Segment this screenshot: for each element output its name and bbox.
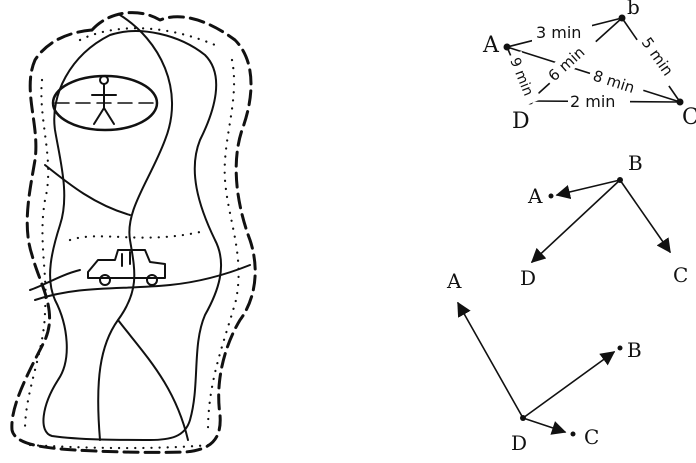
map-inner-boundary bbox=[43, 31, 221, 440]
map-stipple-right bbox=[208, 60, 239, 430]
tree-d-arrow-c bbox=[523, 418, 565, 432]
tree-from-d: D A B C bbox=[446, 269, 642, 455]
tree-b-arrow-a bbox=[557, 180, 620, 195]
tree-d-leaf-a-label: A bbox=[446, 269, 462, 293]
tree-b-leaf-a-label: A bbox=[527, 184, 543, 208]
map-curve-left bbox=[45, 165, 130, 215]
tree-d-leaf-c-label: C bbox=[584, 425, 599, 449]
edge-d-c-label: 2 min bbox=[570, 92, 615, 111]
node-a-dot bbox=[504, 44, 511, 51]
edge-a-b-label: 3 min bbox=[536, 23, 581, 42]
map-stipple-mid bbox=[70, 232, 200, 240]
tree-b-leaf-c-label: C bbox=[673, 263, 688, 287]
tree-from-b: B A D C bbox=[520, 151, 688, 290]
tree-b-leaf-d-label: D bbox=[520, 266, 536, 290]
node-d-label: D bbox=[512, 109, 530, 134]
tree-b-arrow-d bbox=[532, 180, 620, 262]
node-a-label: A bbox=[482, 33, 500, 58]
person-icon bbox=[92, 76, 116, 124]
map-outer-boundary bbox=[12, 13, 255, 453]
tree-d-arrow-b bbox=[523, 352, 614, 418]
map-river-right bbox=[118, 320, 188, 440]
tree-d-arrow-a bbox=[458, 303, 523, 418]
map-stipple-bottom bbox=[30, 445, 210, 448]
tree-d-root-label: D bbox=[511, 431, 527, 455]
tree-b-root-label: B bbox=[628, 151, 643, 175]
edge-b-d-label: 6 min bbox=[545, 43, 589, 85]
travel-time-graph: A b C D 3 min 5 min 8 min 6 min 9 min 2 … bbox=[482, 0, 696, 134]
tree-b-arrow-c bbox=[620, 180, 670, 252]
node-b-dot bbox=[619, 15, 626, 22]
map-road bbox=[35, 265, 250, 300]
map-sketch bbox=[12, 13, 255, 453]
node-b-label: b bbox=[627, 0, 640, 19]
tree-d-leaf-b-label: B bbox=[627, 338, 642, 362]
car-icon bbox=[88, 250, 165, 285]
node-c-label: C bbox=[682, 105, 696, 130]
edge-b-c-label: 5 min bbox=[638, 34, 677, 79]
